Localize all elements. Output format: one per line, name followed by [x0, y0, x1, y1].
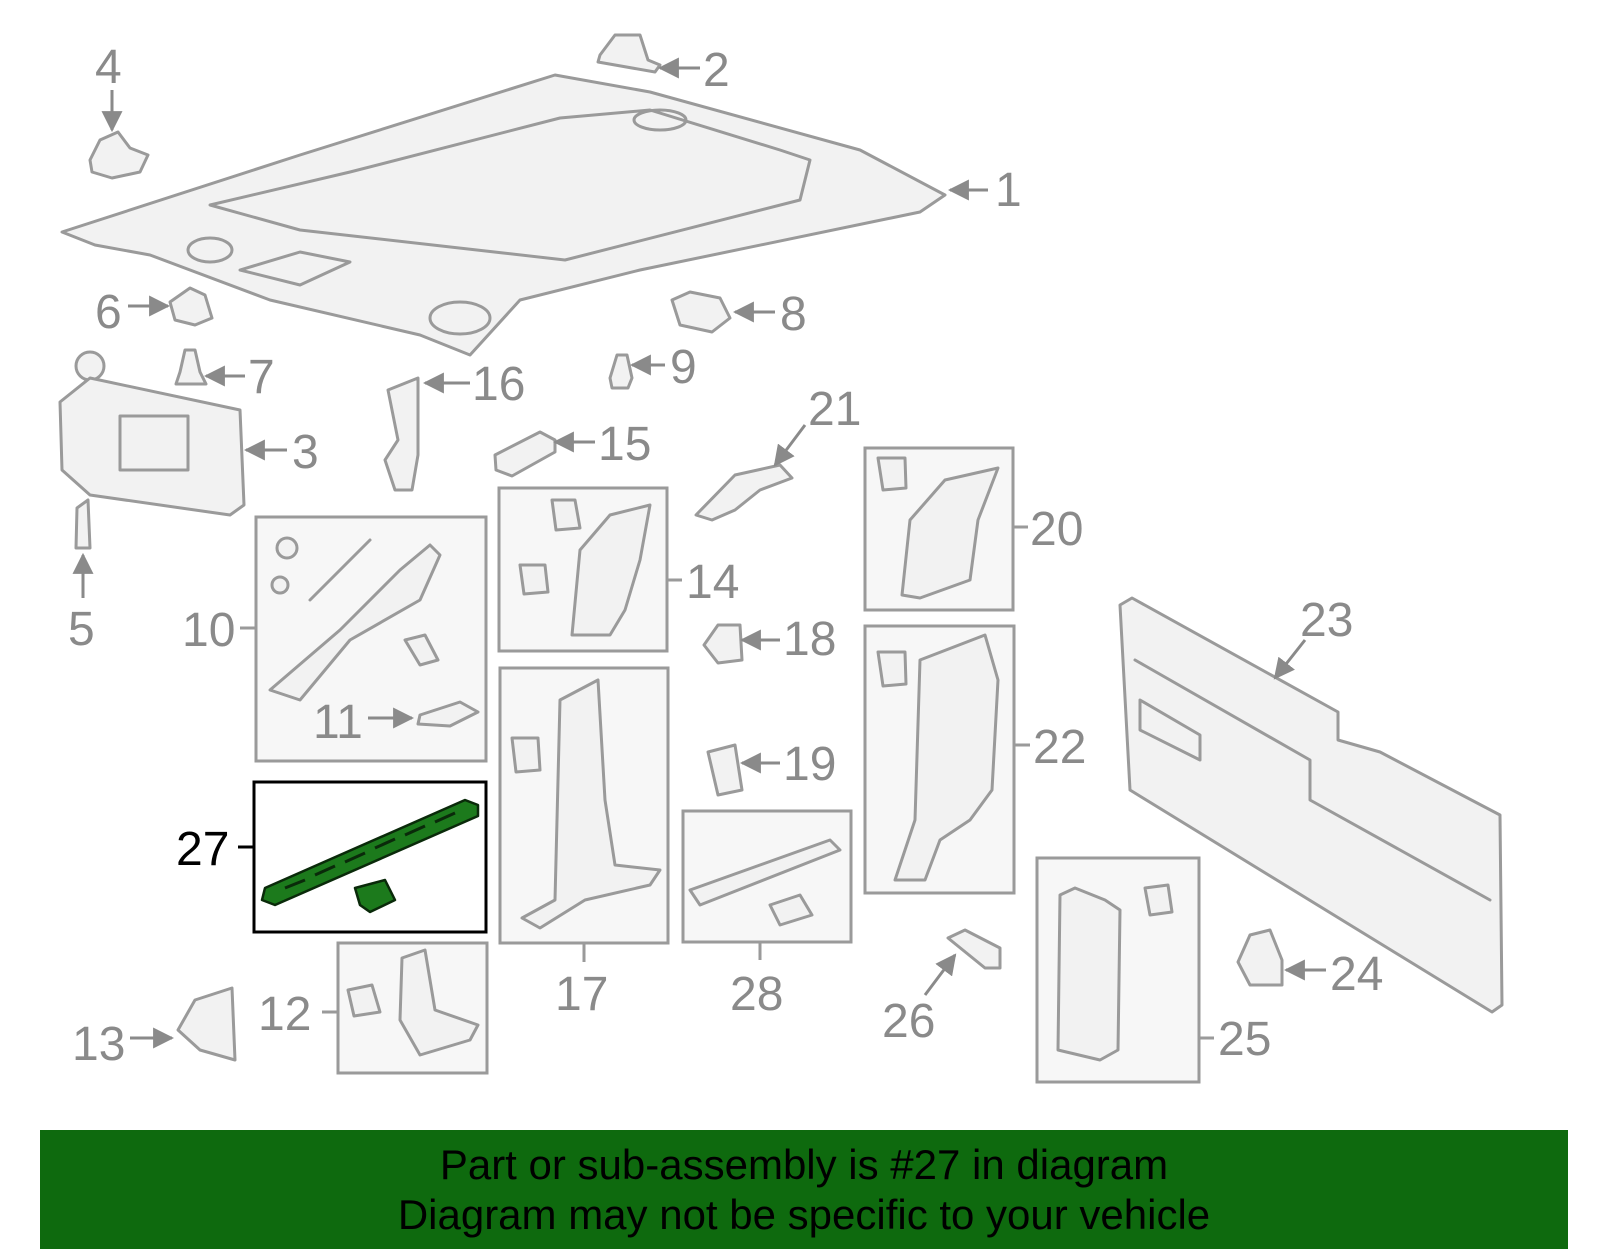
part-10-pillar-trim[interactable]	[268, 536, 442, 702]
callout-5: 5	[68, 603, 95, 656]
part-28-scuff-plate[interactable]	[688, 838, 842, 927]
part-15-handle[interactable]	[493, 430, 557, 478]
callout-18: 18	[783, 613, 836, 666]
callout-9: 9	[670, 341, 697, 394]
callout-20: 20	[1030, 503, 1083, 556]
part-26-handle[interactable]	[946, 928, 1002, 970]
part-22-trim[interactable]	[876, 633, 1000, 882]
callout-19: 19	[783, 738, 836, 791]
part-17-pillar-trim[interactable]	[510, 678, 662, 930]
callout-11: 11	[313, 696, 363, 749]
part-7-clip[interactable]	[174, 348, 208, 386]
callout-23: 23	[1300, 594, 1353, 647]
part-21-bracket[interactable]	[694, 463, 794, 522]
callout-22: 22	[1033, 721, 1086, 774]
callout-2: 2	[703, 44, 730, 97]
part-13-bracket[interactable]	[176, 986, 237, 1062]
callout-21: 21	[808, 383, 861, 436]
callout-24: 24	[1330, 948, 1383, 1001]
callout-12: 12	[258, 988, 311, 1041]
callout-25: 25	[1218, 1013, 1271, 1066]
callout-17: 17	[555, 968, 608, 1021]
headliner-part[interactable]	[60, 73, 947, 357]
part-5-pin[interactable]	[74, 498, 92, 550]
part-3-sun-visor[interactable]	[58, 350, 246, 517]
part-8-bracket[interactable]	[670, 290, 732, 334]
leader-lines	[72, 57, 1326, 1049]
part-14-pillar-trim[interactable]	[518, 498, 652, 637]
part-12-bracket[interactable]	[346, 948, 480, 1057]
part-6-clip[interactable]	[168, 286, 214, 327]
callout-16: 16	[472, 358, 525, 411]
callout-6: 6	[95, 286, 122, 339]
banner-line-2: Diagram may not be specific to your vehi…	[397, 1191, 1211, 1238]
info-banner: Part or sub-assembly is #27 in diagram D…	[40, 1130, 1568, 1249]
callout-26: 26	[882, 995, 935, 1048]
part-4-retainer[interactable]	[88, 130, 150, 180]
callout-13: 13	[72, 1018, 125, 1071]
part-18-cap[interactable]	[702, 623, 744, 665]
banner-line-1: Part or sub-assembly is #27 in diagram	[439, 1141, 1169, 1188]
callout-10: 10	[182, 604, 235, 657]
part-2-clip[interactable]	[596, 33, 662, 74]
part-24-cap[interactable]	[1236, 928, 1284, 987]
callout-3: 3	[292, 426, 319, 479]
callout-1: 1	[995, 164, 1022, 217]
callout-4: 4	[95, 41, 122, 94]
part-27-scuff-plate-highlighted[interactable]	[260, 798, 480, 914]
part-19-clip[interactable]	[706, 743, 744, 797]
part-23-back-panel[interactable]	[1118, 596, 1504, 1014]
part-11-clip[interactable]	[416, 700, 480, 728]
part-25-trim[interactable]	[1056, 883, 1174, 1062]
callout-27: 27	[176, 823, 229, 876]
callout-14: 14	[686, 556, 739, 609]
part-16-bracket[interactable]	[383, 376, 420, 492]
part-20-trim[interactable]	[876, 456, 1000, 600]
callout-8: 8	[780, 288, 807, 341]
callout-28: 28	[730, 968, 783, 1021]
callout-15: 15	[598, 418, 651, 471]
part-9-clip[interactable]	[608, 353, 634, 390]
callout-7: 7	[248, 351, 275, 404]
